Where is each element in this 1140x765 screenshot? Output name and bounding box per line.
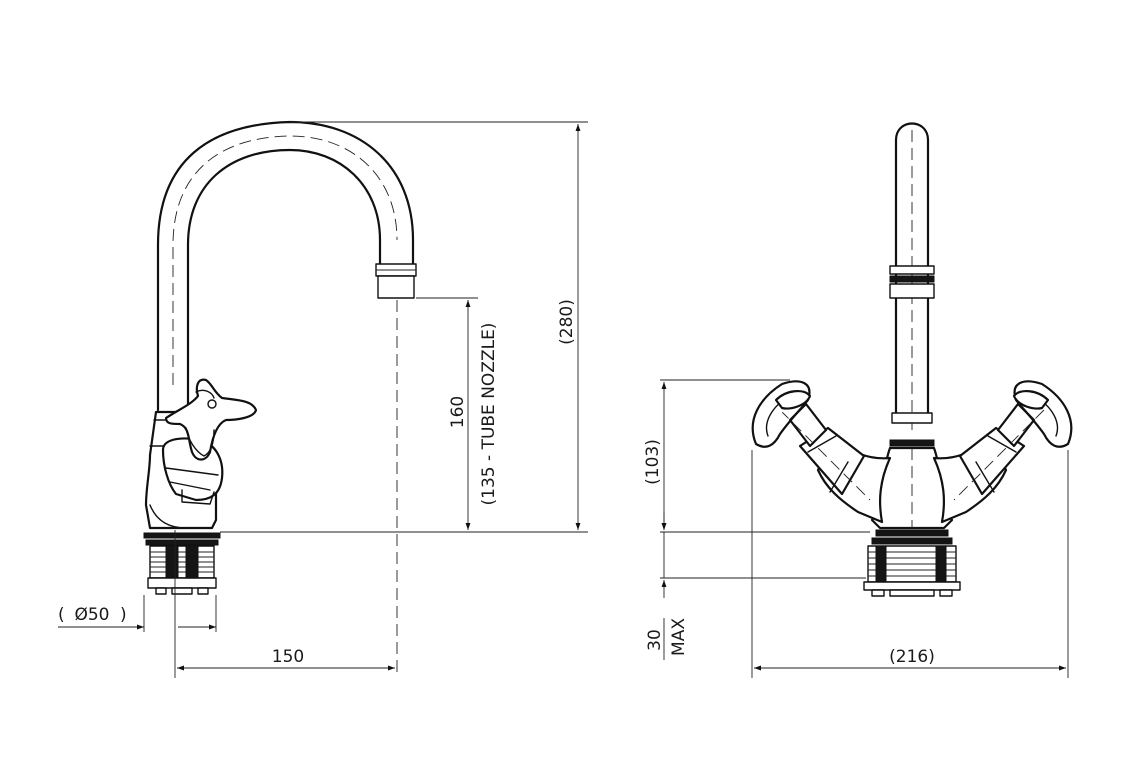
left-valve bbox=[751, 380, 892, 524]
cross-handle-side bbox=[164, 378, 258, 461]
nozzle bbox=[375, 263, 417, 299]
spout-outer bbox=[156, 120, 415, 412]
right-valve bbox=[932, 380, 1073, 524]
diameter-label: Ø50 bbox=[74, 605, 109, 625]
mount-thickness-note: MAX bbox=[669, 618, 689, 656]
front-view: (103) 30 MAX (216) bbox=[643, 122, 1073, 678]
height-103-label: (103) bbox=[643, 439, 663, 485]
diameter-close-paren: ) bbox=[120, 605, 127, 625]
mount-stack-side bbox=[143, 532, 221, 595]
reach-150-label: 150 bbox=[272, 647, 304, 667]
height-280-label: (280) bbox=[557, 299, 577, 345]
height-160-label: 160 bbox=[448, 396, 468, 428]
span-216-label: (216) bbox=[889, 647, 935, 667]
spout-centerline bbox=[172, 135, 398, 385]
side-view: (280) 160 (135 - TUBE NOZZLE) Ø50 ( ) 15… bbox=[58, 120, 588, 678]
spout-inner bbox=[186, 148, 382, 412]
valve-body bbox=[144, 410, 224, 530]
mount-stack-front bbox=[863, 529, 961, 597]
diameter-open-paren: ( bbox=[58, 605, 65, 625]
mount-thickness-value: 30 bbox=[645, 629, 665, 651]
tube-nozzle-note: (135 - TUBE NOZZLE) bbox=[479, 323, 499, 506]
